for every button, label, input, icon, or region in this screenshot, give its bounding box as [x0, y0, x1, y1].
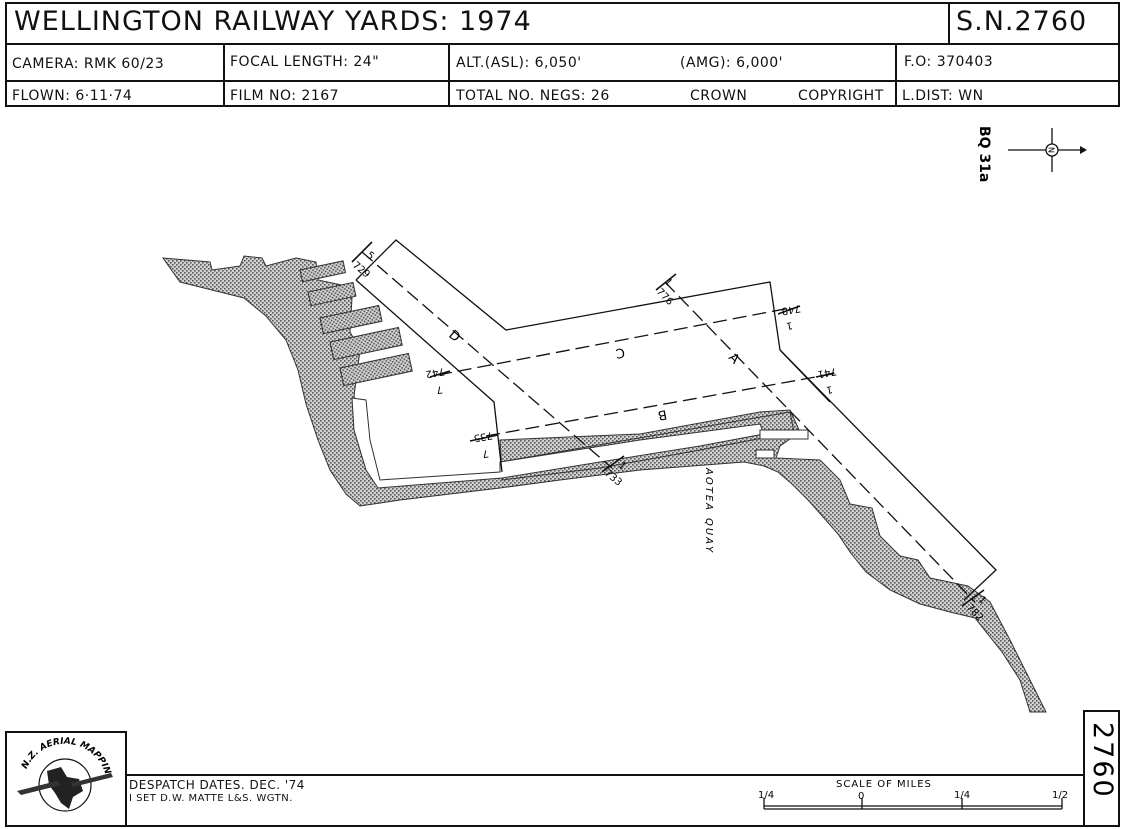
- header-divider: [5, 80, 1120, 82]
- run-label-c: C: [614, 344, 626, 360]
- run-end-label: 7: [435, 383, 443, 395]
- scale-tick-label: 1/2: [1052, 790, 1068, 801]
- map-title-name: WELLINGTON RAILWAY YARDS: [14, 6, 440, 37]
- run-label-d: D: [445, 328, 462, 346]
- side-number-text: 2760: [1087, 722, 1118, 799]
- sheet-reference: BQ 31a: [976, 126, 992, 182]
- run-label-b: B: [657, 406, 668, 422]
- header-divider: [895, 43, 897, 106]
- scale-label: SCALE OF MILES: [836, 779, 932, 790]
- run-end-label: 7: [481, 447, 489, 459]
- run-end-label: 741: [817, 365, 838, 379]
- copyright-label: COPYRIGHT: [798, 88, 884, 104]
- run-end-ticks: [351, 241, 985, 607]
- coastline-land: [161, 255, 1047, 713]
- run-end-label: 742: [425, 365, 446, 379]
- coverage-outline: [355, 239, 997, 601]
- sheet-number: S.N.2760: [956, 6, 1088, 37]
- side-number-box: [1083, 710, 1120, 827]
- flight-runs: [361, 251, 976, 603]
- scale-tick-label: 1/4: [954, 790, 970, 801]
- run-end-label: 1: [616, 460, 628, 473]
- street-label-quay: QUAY: [703, 518, 714, 554]
- north-label: N: [1047, 147, 1056, 153]
- set-info: I SET D.W. MATTE L&S. WGTN.: [129, 793, 293, 804]
- street-label-aotea: AOTEA: [703, 467, 714, 512]
- alt-asl-field: ALT.(ASL): 6,050': [456, 55, 582, 71]
- flown-field: FLOWN: 6·11·74: [12, 88, 133, 104]
- run-end-label: 1: [785, 319, 793, 331]
- amg-field: (AMG): 6,000': [680, 55, 784, 71]
- fo-field: F.O: 370403: [904, 54, 994, 70]
- crown-label: CROWN: [690, 88, 748, 104]
- run-line-a: [664, 281, 976, 603]
- run-end-label: 748: [781, 302, 802, 316]
- map-title: WELLINGTON RAILWAY YARDS: 1974: [14, 6, 574, 42]
- north-arrow-icon: N: [1008, 128, 1087, 172]
- header-divider: [448, 43, 450, 106]
- header-table: [5, 2, 1120, 107]
- aerial-mapping-logo: N.Z. AERIAL MAPPING: [7, 733, 113, 812]
- film-no-field: FILM NO: 2167: [230, 88, 340, 104]
- side-sheet-number: 2760: [1087, 722, 1118, 799]
- despatch-dates: DESPATCH DATES. DEC. '74: [129, 778, 305, 792]
- land-district-field: L.DIST: WN: [902, 88, 984, 104]
- camera-field: CAMERA: RMK 60/23: [12, 56, 165, 72]
- scale-bar: SCALE OF MILES 1/4 0 1/4 1/2: [758, 779, 1068, 810]
- run-line-d: [361, 251, 613, 469]
- run-end-label: 1: [662, 276, 674, 288]
- map-title-year: : 1974: [439, 6, 532, 37]
- total-negs-field: TOTAL NO. NEGS: 26: [456, 88, 610, 104]
- header-divider: [948, 2, 950, 44]
- run-label-a: A: [725, 350, 742, 367]
- scale-tick-label: 0: [858, 791, 864, 802]
- header-divider: [5, 43, 1120, 45]
- footer-bar: [125, 774, 1085, 827]
- scale-tick-label: 1/4: [758, 790, 774, 801]
- run-end-label: 1: [825, 383, 833, 395]
- run-end-label: 729: [350, 260, 372, 281]
- run-end-label: 5: [364, 250, 376, 263]
- header-divider: [223, 43, 225, 106]
- run-end-label: 735: [473, 429, 494, 443]
- focal-length-field: FOCAL LENGTH: 24": [230, 54, 380, 70]
